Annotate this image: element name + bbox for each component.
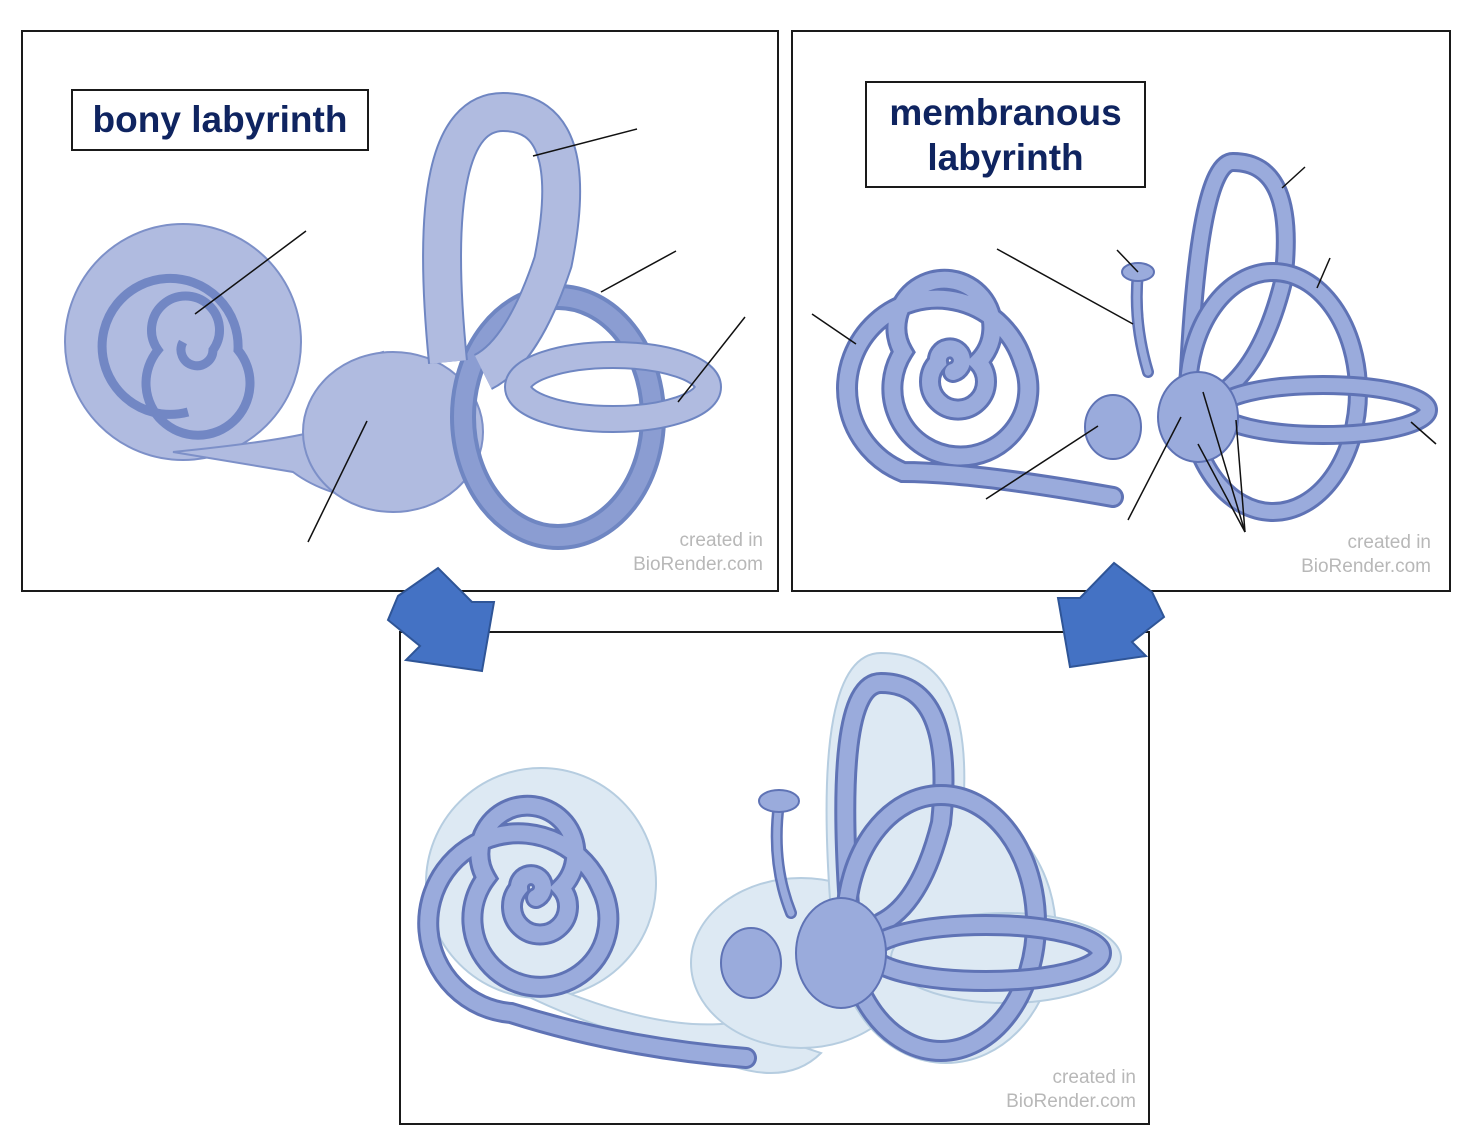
bony-labyrinth-panel: bony labyrinth created in BioRender.com — [21, 30, 779, 592]
combined-labyrinth-illustration — [417, 651, 1122, 1074]
watermark-line-2: BioRender.com — [1301, 556, 1431, 577]
watermark-line-1: created in — [1052, 1067, 1136, 1088]
membranous-labyrinth-illustration — [811, 151, 1438, 533]
membranous-labyrinth-title: membranous labyrinth — [865, 81, 1146, 188]
membranous-labyrinth-panel: membranous labyrinth created in BioRende… — [791, 30, 1451, 592]
biorender-watermark: created in BioRender.com — [1301, 531, 1431, 579]
watermark-line-2: BioRender.com — [633, 554, 763, 575]
bony-labyrinth-title: bony labyrinth — [71, 89, 369, 151]
watermark-line-2: BioRender.com — [1006, 1091, 1136, 1112]
biorender-watermark: created in BioRender.com — [633, 529, 763, 577]
watermark-line-1: created in — [1347, 532, 1431, 553]
combined-labyrinth-panel: created in BioRender.com — [399, 631, 1150, 1125]
biorender-watermark: created in BioRender.com — [1006, 1066, 1136, 1114]
bony-labyrinth-illustration — [64, 91, 746, 550]
watermark-line-1: created in — [679, 530, 763, 551]
